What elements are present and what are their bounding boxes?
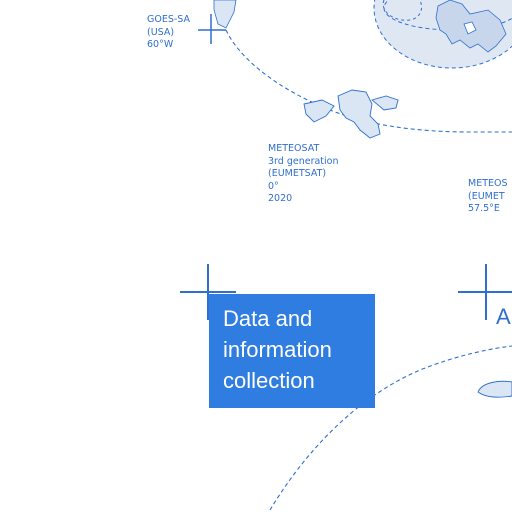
- orbit-path-lower: [269, 345, 512, 511]
- right-crosshair-icon: [458, 264, 512, 320]
- meteosat-3g-label-generation: 3rd generation: [268, 155, 339, 167]
- right-box-label[interactable]: A: [496, 304, 511, 329]
- globe: [373, 0, 512, 69]
- globe-island: [463, 21, 477, 35]
- goes-marker-icon: [198, 14, 226, 44]
- goes-satellite-label: GOES-SA (USA) 60°W: [147, 14, 190, 52]
- land-mass-centre: [337, 89, 381, 139]
- satellite-shape: [477, 380, 512, 398]
- goes-label-longitude: 60°W: [147, 39, 174, 50]
- info-box-line-2: information: [223, 337, 332, 362]
- meteosat-east-label-operator: (EUMET: [468, 190, 505, 202]
- meteosat-east-label-longitude: 57.5°E: [468, 203, 500, 214]
- info-box-line-1: Data and: [223, 306, 313, 331]
- meteosat-3g-label-year: 2020: [268, 193, 293, 204]
- info-box-line-3: collection: [223, 368, 315, 393]
- land-mass-left: [303, 99, 335, 123]
- meteosat-3g-label-name: METEOSAT: [268, 143, 320, 154]
- meteosat-3g-satellite-label: METEOSAT 3rd generation (EUMETSAT) 0° 20…: [268, 143, 339, 206]
- goes-label-name: GOES-SA: [147, 14, 191, 25]
- data-collection-box[interactable]: Data and information collection: [209, 294, 375, 408]
- info-box-crosshair-icon: [180, 264, 236, 320]
- globe-continent-left: [382, 0, 423, 21]
- meteosat-3g-label-longitude: 0°: [268, 180, 279, 192]
- meteosat-east-satellite-label: METEOS (EUMET 57.5°E: [468, 178, 508, 216]
- land-mass-right: [371, 95, 399, 111]
- land-strip: [213, 0, 237, 29]
- goes-label-operator: (USA): [147, 26, 175, 38]
- meteosat-3g-label-operator: (EUMETSAT): [268, 168, 327, 179]
- land-masses: [303, 89, 399, 139]
- meteosat-east-label-name: METEOS: [468, 178, 508, 189]
